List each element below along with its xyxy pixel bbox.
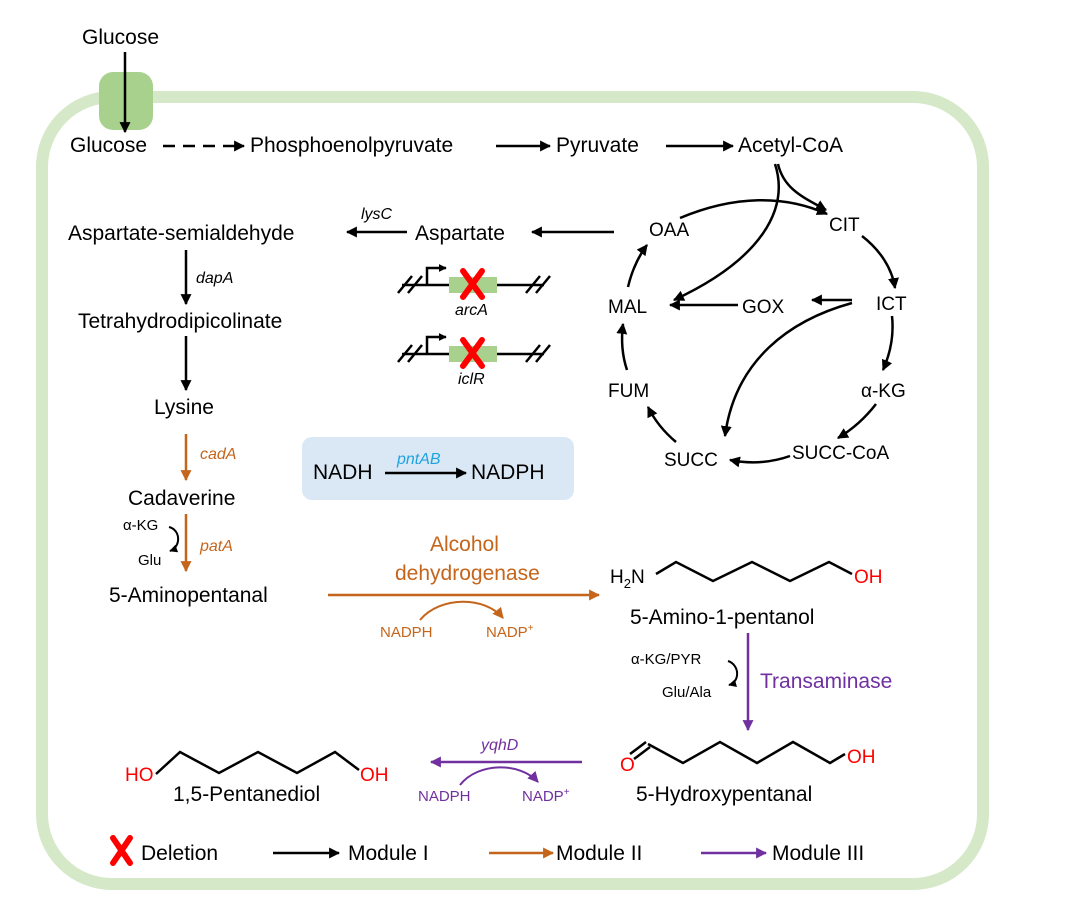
- glucose-outside-label: Glucose: [82, 26, 159, 49]
- legend-deletion-cross: [110, 835, 133, 866]
- yqhd-nadph-label: NADPH: [418, 788, 471, 805]
- hydroxypentanal-structure: O OH: [620, 740, 876, 776]
- glu-ala-label: Glu/Ala: [662, 684, 712, 701]
- acetylcoa-to-mal-arrow: [673, 163, 780, 302]
- tca-cit-label: CIT: [829, 215, 860, 236]
- adh-label-line2: dehydrogenase: [395, 562, 540, 585]
- asa-label: Aspartate-semialdehyde: [68, 222, 294, 245]
- acetylcoa-to-cit-arrow: [776, 163, 827, 212]
- pentanediol-label: 1,5-Pentanediol: [173, 783, 320, 806]
- legend-deletion-label: Deletion: [141, 842, 218, 865]
- tca-ict-label: ICT: [876, 294, 907, 315]
- pentanediol-structure: HO OH: [125, 750, 389, 786]
- yqhd-gene-label: yqhD: [480, 737, 519, 754]
- legend-module3-label: Module III: [772, 842, 864, 865]
- ict-to-succ-arrow: [720, 301, 853, 438]
- svg-text:H2N: H2N: [610, 567, 645, 591]
- cada-gene-label: cadA: [200, 446, 236, 463]
- aspartate-label: Aspartate: [415, 222, 505, 245]
- akg-pyr-label: α-KG/PYR: [631, 651, 702, 668]
- arca-deletion-construct: [397, 264, 551, 300]
- svg-text:O: O: [620, 755, 635, 776]
- glu-coproduct-label: Glu: [138, 552, 161, 569]
- tca-akg-label: α-KG: [861, 381, 906, 402]
- adh-nadph-label: NADPH: [380, 624, 433, 641]
- glucose-inside-label: Glucose: [70, 134, 147, 157]
- hydroxypentanal-label: 5-Hydroxypentanal: [636, 783, 812, 806]
- tca-succ-label: SUCC: [664, 450, 718, 471]
- mal-to-oaa-arc: [626, 244, 649, 288]
- cofactor-box: [302, 437, 574, 500]
- pep-label: Phosphoenolpyruvate: [250, 134, 453, 157]
- fum-to-mal-arc: [616, 322, 629, 371]
- nadph-label: NADPH: [471, 461, 545, 484]
- lysc-gene-label: lysC: [361, 206, 393, 223]
- cit-to-ict-arc: [861, 235, 899, 290]
- succcoa-to-succ-arc: [728, 454, 791, 468]
- arca-deletion-cross: [460, 268, 485, 300]
- akg-glu-curl: [168, 526, 180, 553]
- iclr-deletion-cross: [460, 337, 485, 369]
- tca-fum-label: FUM: [608, 381, 649, 402]
- svg-text:OH: OH: [847, 747, 876, 768]
- svg-text:HO: HO: [125, 765, 154, 786]
- transaminase-label: Transaminase: [760, 670, 892, 693]
- lysine-label: Lysine: [154, 396, 214, 419]
- ict-to-akg-arc: [881, 315, 894, 372]
- pyruvate-label: Pyruvate: [556, 134, 639, 157]
- cadaverine-label: Cadaverine: [128, 487, 235, 510]
- akg-to-succcoa-arc: [837, 403, 877, 440]
- aminopentanol-structure: H2N OH: [610, 560, 883, 591]
- tca-gox-label: GOX: [742, 297, 785, 318]
- oaa-to-cit-arc: [679, 198, 829, 220]
- adh-cofactor-curve: [419, 600, 504, 621]
- aminopentanol-label: 5-Amino-1-pentanol: [630, 606, 814, 629]
- yqhd-cofactor-curve: [459, 766, 539, 786]
- aminopentanal-label: 5-Aminopentanal: [109, 584, 268, 607]
- thdp-label: Tetrahydrodipicolinate: [78, 310, 282, 333]
- tca-succcoa-label: SUCC-CoA: [792, 443, 889, 464]
- pata-gene-label: patA: [199, 538, 233, 555]
- svg-text:OH: OH: [360, 765, 389, 786]
- svg-text:OH: OH: [854, 567, 883, 588]
- iclr-gene-label: iclR: [458, 371, 485, 388]
- succ-to-fum-arc: [646, 406, 677, 443]
- pntab-gene-label: pntAB: [396, 451, 441, 468]
- dapa-gene-label: dapA: [196, 270, 233, 287]
- iclr-deletion-construct: [397, 333, 551, 369]
- yqhd-nadp-label: NADP+: [522, 787, 570, 805]
- adh-label-line1: Alcohol: [430, 533, 499, 556]
- akg-cosubstrate-label: α-KG: [123, 517, 158, 534]
- legend-module2-label: Module II: [556, 842, 642, 865]
- arca-gene-label: arcA: [455, 302, 488, 319]
- tca-mal-label: MAL: [608, 297, 647, 318]
- nadh-label: NADH: [313, 461, 373, 484]
- transaminase-curl: [727, 660, 739, 687]
- tca-oaa-label: OAA: [649, 220, 689, 241]
- acetyl-coa-label: Acetyl-CoA: [738, 134, 843, 157]
- cell-membrane: [36, 91, 989, 890]
- adh-nadp-label: NADP+: [486, 623, 534, 641]
- legend-module1-label: Module I: [348, 842, 429, 865]
